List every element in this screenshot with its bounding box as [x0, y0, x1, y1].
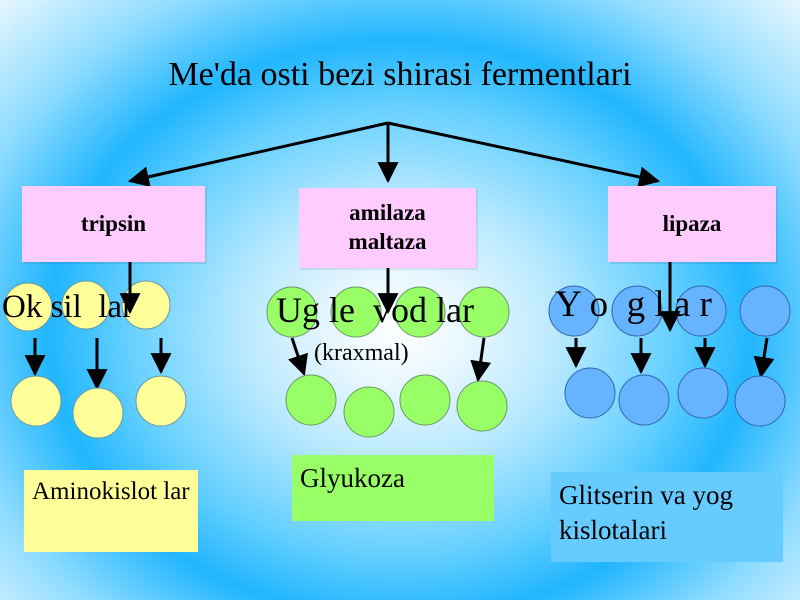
amino-acid-circle [135, 375, 187, 427]
product-box-glucose: Glyukoza [292, 455, 494, 521]
glucose-circle [399, 374, 451, 426]
protein-molecule-circle [3, 282, 53, 332]
product-box-glycerol-fatty-acids: Glitserin va yog kislotalari [551, 472, 783, 562]
arrow-to-tripsin [127, 121, 389, 188]
diagram-title: Me'da osti bezi shirasi fermentlari [168, 56, 632, 93]
fat-molecule-circle [611, 285, 663, 337]
glycerol-fatty-acid-circle [734, 375, 786, 427]
enzyme-box-tripsin: tripsin [22, 186, 205, 262]
carbohydrate-molecule-circle [458, 286, 510, 338]
substrate-label-carbohydrates: Ug le vod lar [276, 290, 474, 330]
amino-acid-circle [72, 387, 124, 439]
enzyme-box-lipaza: lipaza [608, 186, 776, 262]
amino-acid-circle [10, 375, 62, 427]
arrow-to-lipaza [387, 121, 661, 188]
arrow-carbohydrate-breakdown [470, 337, 492, 383]
arrow-carbohydrate-breakdown [288, 337, 308, 376]
glycerol-fatty-acid-circle [564, 367, 616, 419]
protein-molecule-circle [61, 280, 111, 330]
substrate-label-proteins: Ok sil lar [2, 289, 134, 325]
fat-molecule-circle [739, 285, 791, 337]
substrate-note-starch: (kraxmal) [314, 340, 409, 366]
enzyme-box-amilaza: amilaza maltaza [299, 188, 476, 268]
glucose-circle [456, 380, 508, 432]
product-box-amino-acids: Aminokislot lar [24, 470, 198, 552]
fat-molecule-circle [675, 285, 727, 337]
glycerol-fatty-acid-circle [677, 367, 729, 419]
fat-molecule-circle [548, 285, 600, 337]
glucose-circle [285, 374, 337, 426]
substrate-label-fats: Y o g l a r [555, 284, 712, 325]
glycerol-fatty-acid-circle [618, 374, 670, 426]
carbohydrate-molecule-circle [266, 286, 318, 338]
arrow-fat-breakdown [753, 337, 775, 379]
glucose-circle [343, 386, 395, 438]
